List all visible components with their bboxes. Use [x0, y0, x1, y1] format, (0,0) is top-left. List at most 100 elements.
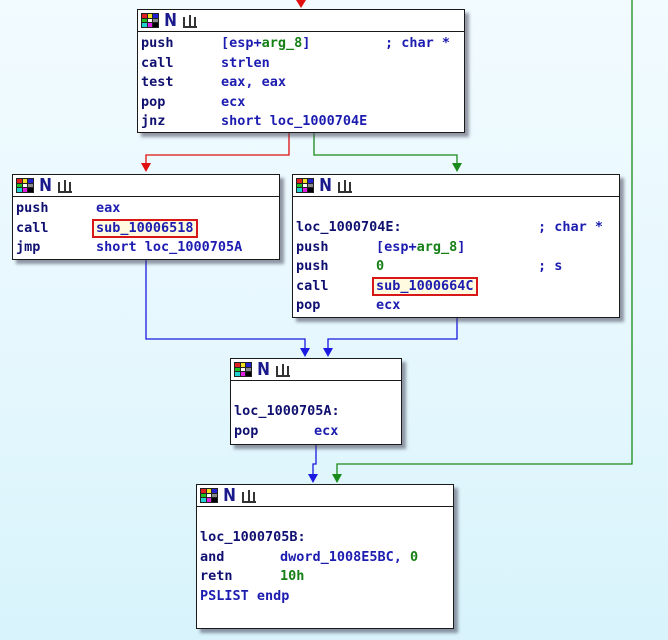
color-palette-icon[interactable] — [16, 178, 34, 193]
edge-loop-to-n5 — [332, 0, 633, 483]
label-line[interactable]: loc_1000704E: ; char * — [296, 218, 616, 238]
operand: [esp+ — [221, 35, 262, 51]
basic-block-2[interactable]: N push eax call sub_10006518 jmp short loc_… — [12, 174, 280, 260]
comment: ; char * — [538, 219, 604, 235]
instruction-line[interactable]: and dword_1008E5BC, 0 — [200, 548, 450, 568]
operand-immediate: 10h — [280, 568, 305, 584]
highlighted-call-target[interactable]: sub_1000664C — [372, 276, 478, 296]
edge-n1-to-n2-false — [141, 133, 290, 172]
node-n-icon[interactable]: N — [319, 174, 332, 196]
mnemonic: call — [141, 54, 174, 71]
graph-overview-icon[interactable] — [182, 14, 198, 28]
comment: ; s — [538, 258, 563, 274]
mnemonic: pop — [296, 297, 321, 313]
blank-line — [234, 383, 398, 402]
mnemonic: push — [296, 238, 329, 255]
mnemonic: test — [141, 74, 174, 90]
proc-end: PSLIST endp — [200, 587, 290, 604]
graph-overview-icon[interactable] — [241, 489, 257, 503]
instruction-line[interactable]: jnz short loc_1000704E — [141, 112, 461, 132]
node-n-icon[interactable]: N — [164, 9, 177, 31]
code-label: loc_1000705A: — [234, 403, 340, 419]
operand-immediate: 0 — [410, 548, 419, 565]
block-header: N — [197, 485, 453, 507]
operand: strlen — [221, 54, 270, 71]
basic-block-4[interactable]: N loc_1000705A: pop ecx — [230, 358, 402, 445]
operand: [esp+ — [376, 238, 417, 255]
mnemonic: call — [296, 277, 329, 294]
mnemonic: call — [16, 219, 49, 236]
basic-block-1[interactable]: N push [esp+arg_8] ; char * call strlen tes… — [137, 9, 465, 133]
color-palette-icon[interactable] — [200, 488, 218, 503]
instruction-line[interactable]: call sub_1000664C — [296, 276, 616, 297]
operand: ] — [457, 238, 466, 255]
edge-n2-to-n4 — [145, 260, 310, 357]
block-code: push [esp+arg_8] ; char * call strlen test e… — [138, 32, 464, 132]
instruction-line[interactable]: pop ecx — [234, 422, 398, 442]
operand: eax — [96, 200, 121, 216]
graph-overview-icon[interactable] — [337, 179, 353, 193]
edge-n3-to-n4 — [323, 318, 458, 357]
mnemonic: pop — [234, 422, 259, 439]
node-n-icon[interactable]: N — [39, 174, 52, 196]
jump-target[interactable]: short loc_1000705A — [96, 239, 243, 255]
instruction-line[interactable]: retn 10h — [200, 567, 450, 587]
graph-overview-icon[interactable] — [275, 363, 291, 377]
instruction-line[interactable]: call sub_10006518 — [16, 218, 276, 239]
block-header: N — [231, 359, 401, 381]
blank-line — [200, 509, 450, 528]
color-palette-icon[interactable] — [234, 362, 252, 377]
instruction-line[interactable]: jmp short loc_1000705A — [16, 238, 276, 258]
mnemonic: retn — [200, 568, 233, 584]
operand: ecx — [376, 297, 401, 313]
basic-block-3[interactable]: N loc_1000704E: ; char * push [esp+arg_8] … — [292, 174, 620, 318]
block-code: loc_1000704E: ; char * push [esp+arg_8] pu… — [293, 197, 619, 316]
mnemonic: push — [16, 200, 49, 216]
highlighted-call-target[interactable]: sub_10006518 — [92, 218, 198, 238]
code-label: loc_1000705B: — [200, 529, 306, 545]
edge-incoming-top — [296, 0, 306, 8]
block-header: N — [13, 175, 279, 197]
mnemonic: jnz — [141, 113, 166, 129]
instruction-line[interactable]: push eax — [16, 199, 276, 219]
block-header: N — [293, 175, 619, 197]
instruction-line[interactable]: test eax, eax — [141, 73, 461, 93]
edge-n1-to-n3-true — [313, 133, 462, 172]
operand: ] — [302, 35, 311, 51]
node-n-icon[interactable]: N — [223, 484, 236, 506]
operand: dword_1008E5BC, — [280, 548, 411, 565]
block-code: loc_1000705A: pop ecx — [231, 381, 401, 441]
mnemonic: push — [141, 35, 174, 51]
block-header: N — [138, 10, 464, 32]
code-label: loc_1000704E: — [296, 219, 402, 235]
jump-target[interactable]: short loc_1000704E — [221, 113, 368, 129]
instruction-line[interactable]: call strlen — [141, 54, 461, 74]
operand: ecx — [314, 422, 339, 439]
color-palette-icon[interactable] — [141, 13, 159, 28]
blank-line — [296, 199, 616, 218]
instruction-line[interactable]: pop ecx — [296, 296, 616, 316]
endp-line[interactable]: PSLIST endp — [200, 587, 450, 607]
instruction-line[interactable]: push [esp+arg_8] — [296, 238, 616, 258]
label-line[interactable]: loc_1000705B: — [200, 528, 450, 548]
mnemonic: push — [296, 258, 329, 274]
label-line[interactable]: loc_1000705A: — [234, 402, 398, 422]
node-n-icon[interactable]: N — [257, 358, 270, 380]
color-palette-icon[interactable] — [296, 178, 314, 193]
instruction-line[interactable]: push [esp+arg_8] ; char * — [141, 34, 461, 54]
mnemonic: jmp — [16, 239, 41, 255]
comment: ; char * — [385, 35, 451, 51]
graph-overview-icon[interactable] — [57, 179, 73, 193]
block-code: push eax call sub_10006518 jmp short loc_10… — [13, 197, 279, 258]
operand-arg: arg_8 — [416, 238, 458, 255]
operand: ecx — [221, 93, 246, 110]
operand: eax, eax — [221, 74, 287, 90]
block-code: loc_1000705B: and dword_1008E5BC, 0 retn 1… — [197, 507, 453, 606]
operand-arg: arg_8 — [261, 35, 303, 51]
mnemonic: and — [200, 548, 225, 565]
basic-block-5[interactable]: N loc_1000705B: and dword_1008E5BC, 0 ret… — [196, 484, 454, 629]
edge-n4-to-n5 — [308, 445, 318, 483]
